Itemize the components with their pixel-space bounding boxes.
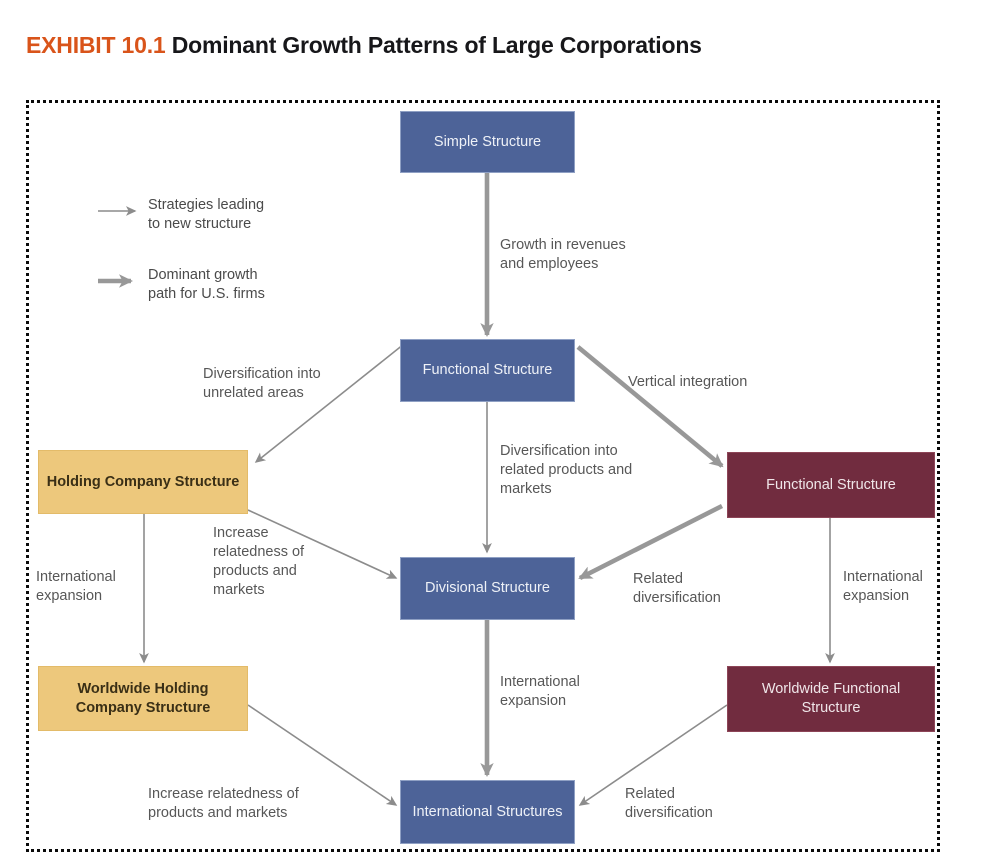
node-holding-company-structure[interactable]: Holding Company Structure xyxy=(38,450,248,514)
node-divisional-structure-label: Divisional Structure xyxy=(425,580,550,597)
edge-label-related-diversification-divisional: Related diversification xyxy=(633,571,721,607)
node-international-structures[interactable]: International Structures xyxy=(400,780,575,844)
node-simple-structure-label: Simple Structure xyxy=(433,133,542,150)
node-functional-structure-vertical-label: Functional Structure xyxy=(766,476,896,493)
node-worldwide-holding-company-structure-label: Worldwide Holding Company Structure xyxy=(75,680,211,716)
edge-label-international-expansion-functional: International expansion xyxy=(843,569,923,605)
exhibit-title-text: Dominant Growth Patterns of Large Corpor… xyxy=(171,32,702,58)
edge-label-international-expansion-holding: International expansion xyxy=(36,569,116,605)
legend-item-thin-label: Strategies leading to new structure xyxy=(148,197,265,233)
exhibit-number: EXHIBIT 10.1 xyxy=(26,32,166,58)
edge-label-related-diversification-international: Related diversification xyxy=(625,786,713,822)
edge-label-growth-in-revenues: Growth in revenues and employees xyxy=(500,237,626,273)
edge-label-increase-relatedness-international: Increase relatedness of products and mar… xyxy=(148,786,299,822)
node-holding-company-structure-label: Holding Company Structure xyxy=(46,473,240,490)
node-simple-structure[interactable]: Simple Structure xyxy=(400,111,575,173)
legend-item-thick-label: Dominant growth path for U.S. firms xyxy=(148,267,265,303)
node-functional-structure[interactable]: Functional Structure xyxy=(400,339,575,402)
edge-label-international-expansion-divisional: International expansion xyxy=(500,674,580,710)
edge-label-increase-relatedness-divisional: Increase relatedness of products and mar… xyxy=(213,525,305,599)
node-functional-structure-vertical[interactable]: Functional Structure xyxy=(727,452,935,518)
node-functional-structure-label: Functional Structure xyxy=(422,362,553,379)
edge-label-vertical-integration: Vertical integration xyxy=(628,374,748,390)
node-worldwide-functional-structure-label: Worldwide Functional Structure xyxy=(761,681,901,716)
edge-label-diversification-related: Diversification into related products an… xyxy=(500,443,633,498)
page-title: EXHIBIT 10.1 Dominant Growth Patterns of… xyxy=(26,32,926,66)
node-worldwide-functional-structure[interactable]: Worldwide Functional Structure xyxy=(727,666,935,732)
edge-label-diversification-unrelated: Diversification into unrelated areas xyxy=(203,366,321,402)
node-international-structures-label: International Structures xyxy=(412,803,563,820)
node-divisional-structure[interactable]: Divisional Structure xyxy=(400,557,575,620)
node-worldwide-holding-company-structure[interactable]: Worldwide Holding Company Structure xyxy=(38,666,248,731)
